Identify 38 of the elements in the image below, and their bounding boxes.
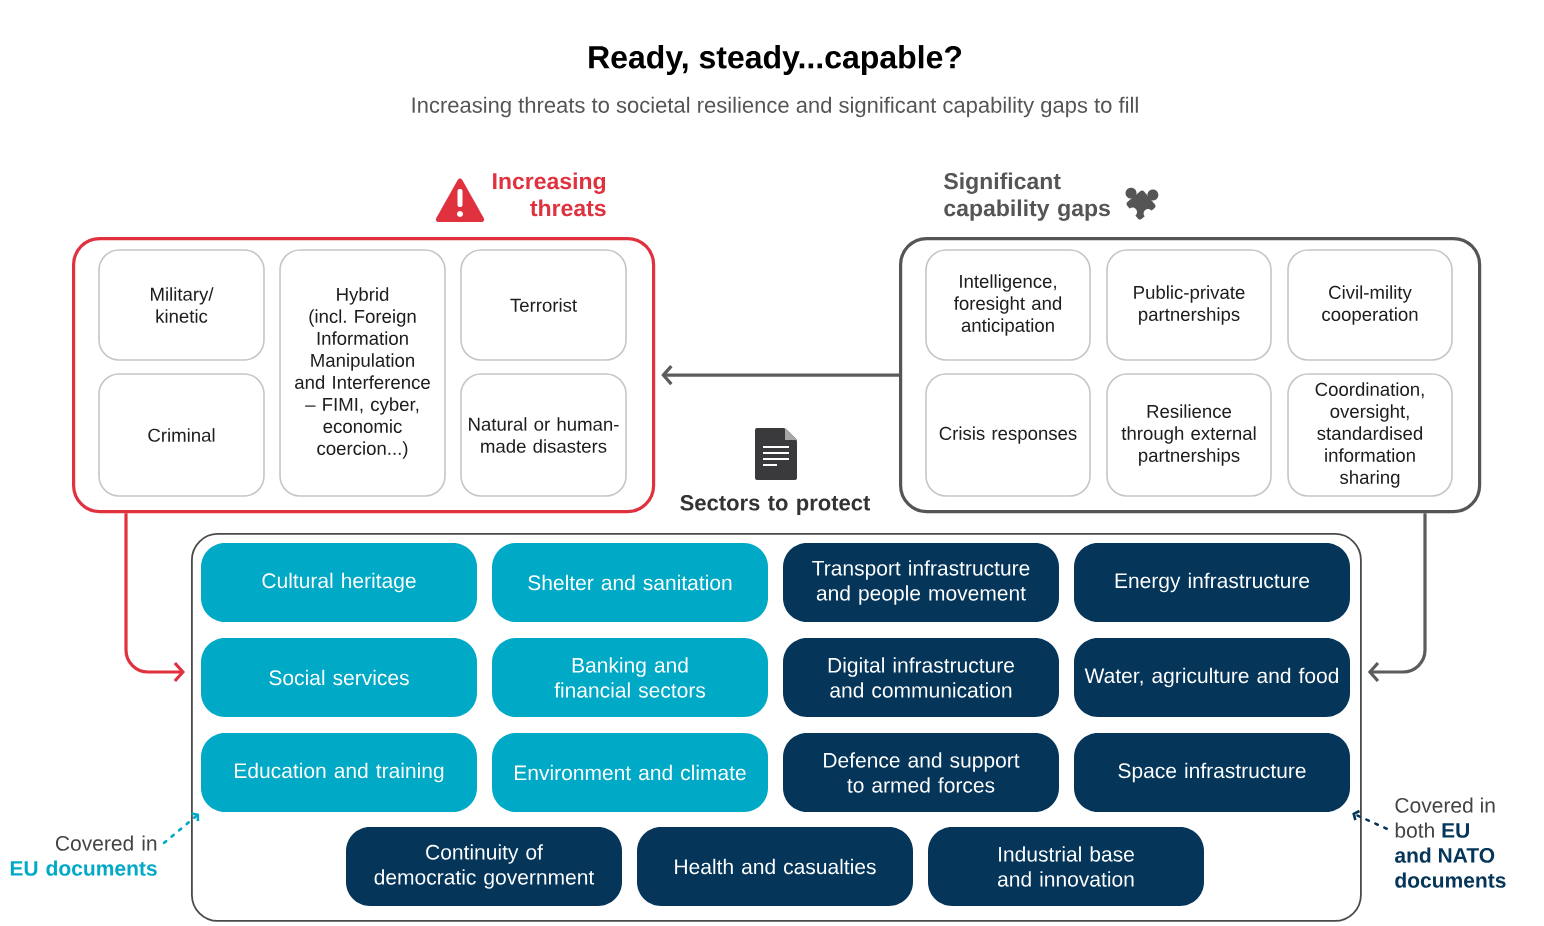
leader-line <box>162 812 200 845</box>
rounded-box: Hybrid (incl. Foreign Information Manipulation and Interference – FIMI, cyber, economic coercion...) <box>279 249 446 497</box>
rounded-box: Civil-mility cooperation <box>1287 249 1453 361</box>
rounded-box: Natural or human-made disasters <box>460 373 627 497</box>
sector-box: Space infrastructure <box>1074 733 1350 812</box>
sector-box: Health and casualties <box>637 827 913 906</box>
subtitle: Increasing threats to societal resilience and significant capability gaps to fill <box>412 96 1138 118</box>
rounded-box: Public-private partnerships <box>1106 249 1272 361</box>
sector-box: Water, agriculture and food <box>1074 638 1350 717</box>
rounded-box: Military/ kinetic <box>98 249 265 361</box>
rounded-box: Terrorist <box>460 249 627 361</box>
sector-box: Defence and support to armed forces <box>783 733 1059 812</box>
sector-box: Industrial base and innovation <box>928 827 1204 906</box>
sector-box: Continuity of democratic government <box>346 827 622 906</box>
panel-heading: Significant capability gaps <box>944 172 1110 221</box>
annotation-text: Covered in EU documents <box>10 835 157 876</box>
rounded-box: Resilience through external partnerships <box>1106 373 1272 497</box>
rounded-box: Crisis responses <box>925 373 1091 497</box>
sector-box: Cultural heritage <box>201 543 477 622</box>
sector-box: Transport infrastructure and people movement <box>783 543 1059 622</box>
sector-box: Shelter and sanitation <box>492 543 768 622</box>
arrow <box>124 513 185 683</box>
rounded-box: Coordination, oversight, standardised information sharing <box>1287 373 1453 497</box>
sector-box: Energy infrastructure <box>1074 543 1350 622</box>
sector-box: Education and training <box>201 733 477 812</box>
arrow <box>1367 513 1427 683</box>
sector-box: Environment and climate <box>492 733 768 812</box>
panel-heading: Increasing threats <box>493 172 606 217</box>
rounded-box: Criminal <box>98 373 265 497</box>
panel-heading: Sectors to protect <box>680 495 871 515</box>
arrow <box>661 365 899 386</box>
title: Ready, steady...capable? <box>589 45 962 75</box>
sector-box: Banking and financial sectors <box>492 638 768 717</box>
rounded-box: Intelligence, foresight and anticipation <box>925 249 1091 361</box>
sector-box: Digital infrastructure and communication <box>783 638 1059 717</box>
leader-line <box>1352 809 1388 830</box>
annotation-text: Covered in both EU and NATO documents <box>1395 797 1506 888</box>
sector-box: Social services <box>201 638 477 717</box>
